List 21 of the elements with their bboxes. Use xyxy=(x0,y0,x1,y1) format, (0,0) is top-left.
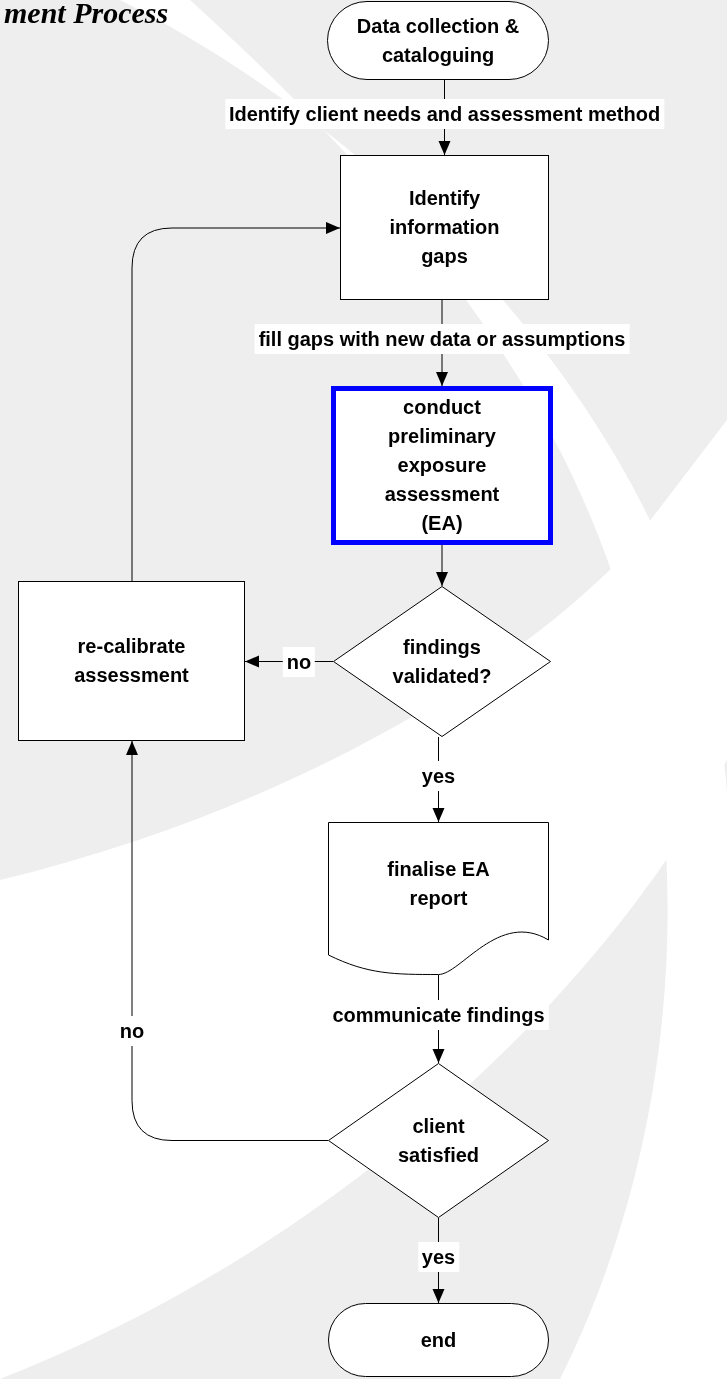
node-label: findings validated? xyxy=(391,634,493,689)
edge-label: fill gaps with new data or assumptions xyxy=(254,324,630,354)
process-box xyxy=(18,581,245,741)
node-label: Data collection & cataloguing xyxy=(355,13,521,68)
process-box xyxy=(340,155,549,300)
node-label: finalise EA report xyxy=(386,856,491,911)
edge-label: no xyxy=(282,646,316,677)
arrow xyxy=(126,740,329,1141)
decision-diamond xyxy=(333,586,551,737)
arrow xyxy=(131,222,341,582)
edge-label: yes xyxy=(417,1241,460,1272)
node-label: end xyxy=(420,1327,457,1353)
decision-diamond xyxy=(328,1063,549,1218)
node-label: Identify information gaps xyxy=(388,186,501,269)
node-label: client satisfied xyxy=(396,1113,481,1168)
edge-label: Identify client needs and assessment method xyxy=(224,98,665,129)
process-box xyxy=(331,386,553,545)
diagram-title: ment Process xyxy=(4,0,169,30)
node-label: re-calibrate assessment xyxy=(73,634,190,688)
arrow xyxy=(436,544,448,587)
node-label: conduct preliminary exposure assessment (EA) xyxy=(383,395,501,536)
